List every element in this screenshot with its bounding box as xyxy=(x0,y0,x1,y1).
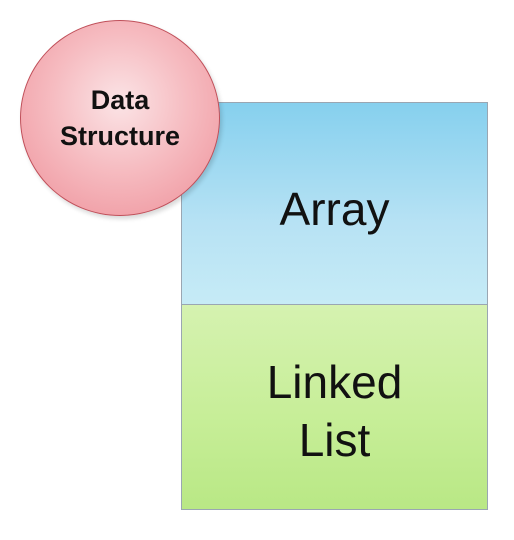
linked-list-label-line1: Linked xyxy=(266,356,403,408)
linked-list-label-line2: List xyxy=(298,414,371,466)
circle-label-line2: Structure xyxy=(59,121,181,151)
array-label: Array xyxy=(279,182,390,235)
data-structure-circle: Data Structure xyxy=(20,20,220,216)
array-box: Array xyxy=(181,102,488,305)
linked-list-box: Linked List xyxy=(181,304,488,510)
circle-label-line1: Data xyxy=(90,85,150,115)
